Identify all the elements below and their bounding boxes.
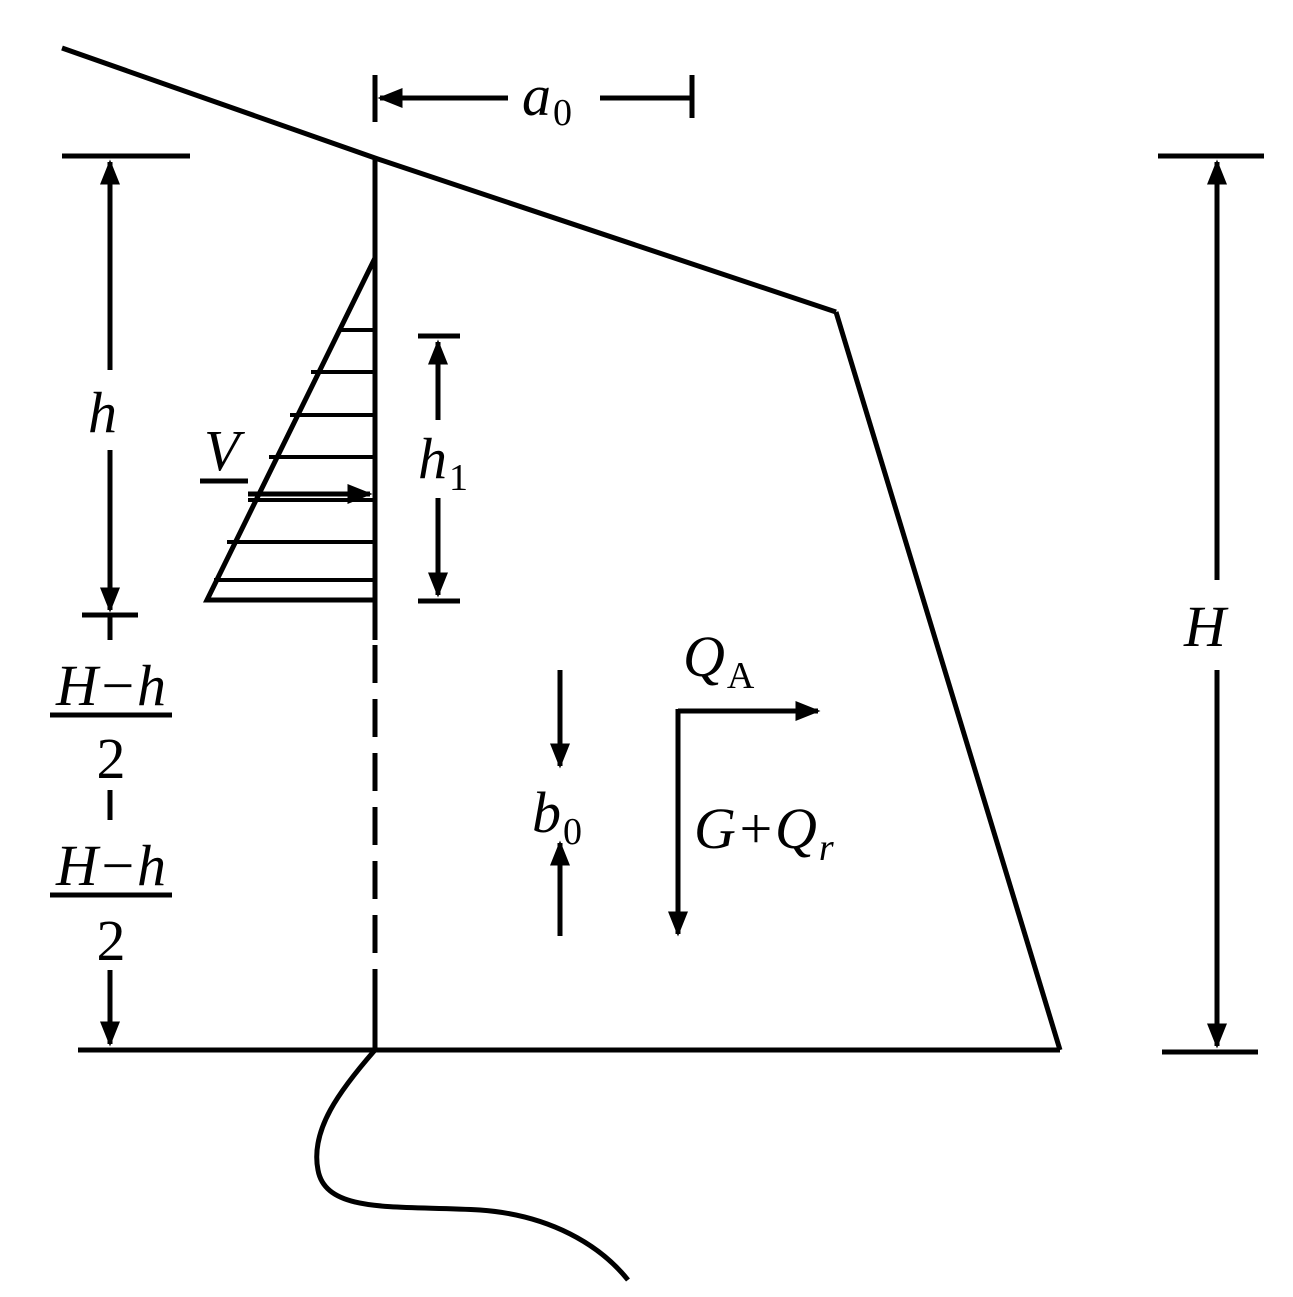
b0-label: b0 <box>532 780 582 853</box>
foundation-curve <box>314 1048 630 1282</box>
g-qr-label: G+Qr <box>694 796 834 869</box>
pressure-hatching <box>214 328 375 582</box>
slope-surface-line <box>61 45 837 315</box>
half-denominator-top: 2 <box>97 726 126 791</box>
H-label: H <box>1183 594 1229 659</box>
qa-label: QA <box>683 624 755 697</box>
half-denominator-bottom: 2 <box>97 908 126 973</box>
v-label: V <box>204 418 246 483</box>
half-numerator-top: H−h <box>55 653 166 718</box>
wall-back-face <box>833 311 1063 1051</box>
h1-label: h1 <box>418 426 468 499</box>
a0-label: a0 <box>522 63 572 134</box>
half-numerator-bottom: H−h <box>55 833 166 898</box>
h-label: h <box>88 380 117 445</box>
